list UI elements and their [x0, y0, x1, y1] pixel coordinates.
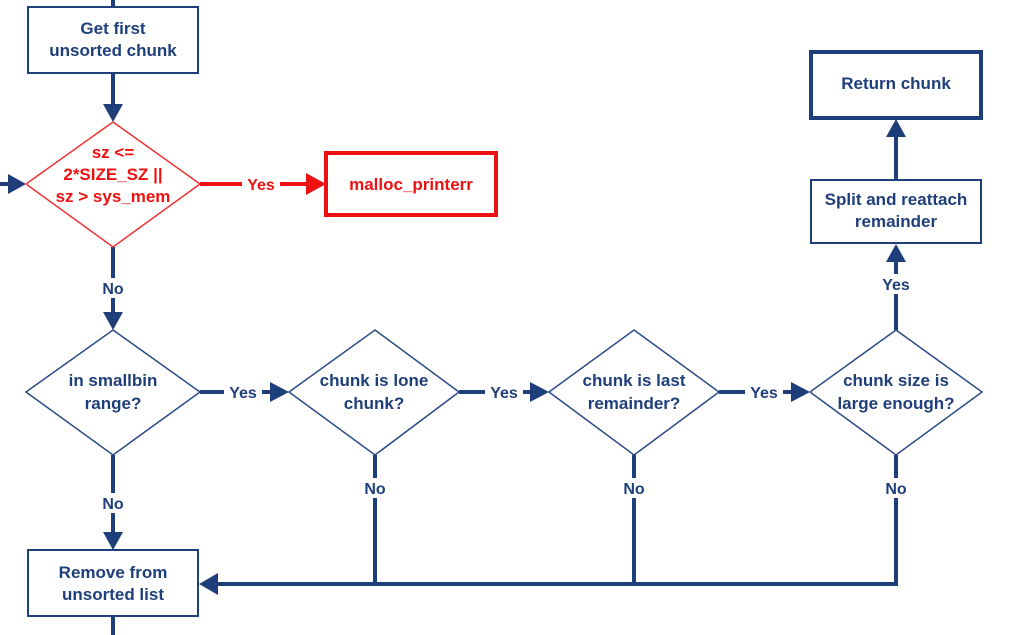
arrow-head: [886, 119, 906, 137]
node-malloc-printerr: malloc_printerr: [324, 151, 498, 217]
svg-text:Remove from: Remove from: [59, 563, 168, 582]
node-text: chunk size is: [843, 371, 949, 390]
svg-text:sz > sys_mem: sz > sys_mem: [56, 187, 171, 206]
svg-text:in smallbin: in smallbin: [69, 371, 158, 390]
svg-text:malloc_printerr: malloc_printerr: [349, 175, 473, 194]
arrow-head: [199, 573, 218, 595]
node-text: large enough?: [837, 394, 954, 413]
arrow-head: [530, 382, 549, 402]
node-text: 2*SIZE_SZ ||: [63, 165, 162, 184]
node-text: unsorted list: [62, 585, 164, 604]
svg-text:unsorted chunk: unsorted chunk: [49, 41, 177, 60]
svg-text:No: No: [102, 496, 124, 513]
label-yes-large: Yes: [877, 274, 915, 294]
svg-text:Yes: Yes: [882, 277, 910, 294]
node-return-chunk: Return chunk: [809, 50, 983, 120]
svg-text:large enough?: large enough?: [837, 394, 954, 413]
node-text: malloc_printerr: [349, 175, 473, 194]
node-split-reattach: Split and reattach remainder: [810, 179, 982, 244]
arrow-head: [306, 173, 326, 195]
svg-text:Get first: Get first: [80, 19, 146, 38]
label-yes-smallbin: Yes: [224, 382, 262, 402]
svg-text:Split and reattach: Split and reattach: [825, 190, 968, 209]
label-no-smallbin: No: [97, 493, 129, 513]
node-text: chunk?: [344, 394, 404, 413]
arrow-head: [270, 382, 289, 402]
arrow-head: [886, 244, 906, 262]
node-text: remainder?: [588, 394, 681, 413]
label-no-check: No: [97, 278, 129, 298]
svg-text:No: No: [885, 481, 907, 498]
node-text: remainder: [855, 212, 938, 231]
node-remove-from-unsorted: Remove from unsorted list: [27, 549, 199, 617]
label-yes-last: Yes: [745, 382, 783, 402]
svg-text:2*SIZE_SZ ||: 2*SIZE_SZ ||: [63, 165, 162, 184]
arrow-head: [103, 104, 123, 122]
svg-text:unsorted list: unsorted list: [62, 585, 164, 604]
node-text: Get first: [80, 19, 146, 38]
svg-text:No: No: [364, 481, 386, 498]
label-no-lone: No: [359, 478, 391, 498]
svg-text:Yes: Yes: [750, 385, 778, 402]
node-text: chunk is last: [583, 371, 686, 390]
node-text: sz > sys_mem: [56, 187, 171, 206]
label-yes-printerr: Yes: [242, 174, 280, 194]
arrow-head: [103, 532, 123, 550]
svg-text:remainder?: remainder?: [588, 394, 681, 413]
svg-text:Yes: Yes: [229, 385, 257, 402]
label-no-large: No: [880, 478, 912, 498]
node-check-size-diamond: sz <= 2*SIZE_SZ || sz > sys_mem: [24, 121, 202, 248]
label-yes-lone: Yes: [485, 382, 523, 402]
label-no-last: No: [618, 478, 650, 498]
arrow-head: [8, 174, 26, 194]
svg-text:chunk?: chunk?: [344, 394, 404, 413]
svg-text:remainder: remainder: [855, 212, 938, 231]
node-smallbin-range-diamond: in smallbin range?: [24, 329, 202, 456]
svg-text:Yes: Yes: [490, 385, 518, 402]
node-text: unsorted chunk: [49, 41, 177, 60]
node-text: Remove from: [59, 563, 168, 582]
svg-text:range?: range?: [85, 394, 142, 413]
svg-text:Yes: Yes: [247, 177, 275, 194]
svg-text:sz <=: sz <=: [92, 143, 135, 162]
svg-text:No: No: [623, 481, 645, 498]
node-text: Split and reattach: [825, 190, 968, 209]
node-text: sz <=: [92, 143, 135, 162]
node-text: range?: [85, 394, 142, 413]
node-last-remainder-diamond: chunk is last remainder?: [547, 329, 721, 456]
node-text: Return chunk: [841, 74, 951, 93]
svg-text:chunk size is: chunk size is: [843, 371, 949, 390]
arrow-head: [103, 312, 123, 330]
node-lone-chunk-diamond: chunk is lone chunk?: [287, 329, 461, 456]
node-text: chunk is lone: [320, 371, 429, 390]
node-text: in smallbin: [69, 371, 158, 390]
node-get-first-unsorted-chunk: Get first unsorted chunk: [27, 6, 199, 74]
svg-text:chunk is last: chunk is last: [583, 371, 686, 390]
svg-text:Return chunk: Return chunk: [841, 74, 951, 93]
node-large-enough-diamond: chunk size is large enough?: [808, 329, 984, 456]
svg-text:No: No: [102, 281, 124, 298]
arrow-head: [791, 382, 810, 402]
svg-text:chunk is lone: chunk is lone: [320, 371, 429, 390]
